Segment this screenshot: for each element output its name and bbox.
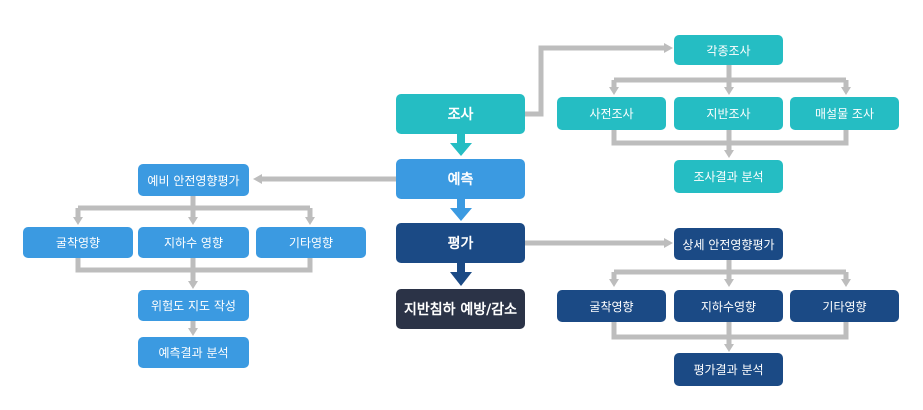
arrowhead-evaluate-result [724, 344, 734, 352]
arrow-predict-evaluate-shaft [457, 199, 465, 209]
connector-evaluate-split [611, 260, 849, 280]
box-survey-top: 각종조사 [674, 35, 783, 65]
box-survey-result: 조사결과 분석 [674, 160, 783, 193]
connector-survey-merge [611, 130, 849, 150]
box-predict-item-1: 굴착영향 [23, 227, 133, 258]
box-survey-item-2: 지반조사 [674, 97, 783, 130]
box-evaluate-top: 상세 안전영향평가 [674, 228, 783, 260]
box-predict-result: 예측결과 분석 [138, 337, 249, 368]
box-evaluate-item-3: 기타영향 [790, 290, 899, 322]
arrowhead-predict-top [253, 174, 262, 184]
connector-predict-merge [75, 258, 313, 281]
arrowhead-predict-result [188, 328, 198, 336]
arrowhead-survey-sub3 [841, 87, 851, 95]
arrowhead-predict-sub3 [305, 217, 315, 225]
box-evaluate-item-2: 지하수영향 [674, 290, 783, 322]
box-survey: 조사 [396, 94, 525, 134]
arrowhead-survey-result [724, 150, 734, 158]
arrowhead-survey-sub1 [609, 87, 619, 95]
connector-survey-split [611, 65, 849, 88]
box-predict-top: 예비 안전영향평가 [138, 164, 249, 196]
box-predict-map: 위험도 지도 작성 [138, 290, 249, 321]
arrowhead-evaluate-sub3 [841, 279, 851, 287]
box-prevent: 지반침하 예방/감소 [396, 289, 525, 329]
arrow-predict-evaluate-head [450, 208, 472, 221]
box-predict-item-3: 기타영향 [256, 227, 366, 258]
connector-predict-split [75, 196, 313, 218]
box-evaluate: 평가 [396, 223, 525, 263]
box-predict: 예측 [396, 159, 525, 199]
arrow-survey-predict-shaft [457, 134, 465, 144]
arrowhead-evaluate-sub2 [724, 279, 734, 287]
arrow-survey-predict-head [450, 143, 472, 156]
arrowhead-evaluate-sub1 [609, 279, 619, 287]
box-evaluate-result: 평가결과 분석 [674, 353, 783, 386]
arrowhead-predict-map [188, 281, 198, 289]
arrow-evaluate-prevent-shaft [457, 263, 465, 273]
arrowhead-predict-sub1 [73, 217, 83, 225]
arrowhead-survey-top [664, 43, 673, 53]
box-survey-item-3: 매설물 조사 [790, 97, 899, 130]
connector-evaluate-merge [611, 322, 849, 344]
box-survey-item-1: 사전조사 [557, 97, 666, 130]
box-predict-item-2: 지하수 영향 [138, 227, 249, 258]
arrowhead-survey-sub2 [724, 87, 734, 95]
arrowhead-evaluate-top [664, 238, 673, 248]
box-evaluate-item-1: 굴착영향 [557, 290, 666, 322]
arrowhead-predict-sub2 [188, 217, 198, 225]
arrow-evaluate-prevent-head [450, 272, 472, 286]
connector-survey-top [525, 45, 664, 117]
